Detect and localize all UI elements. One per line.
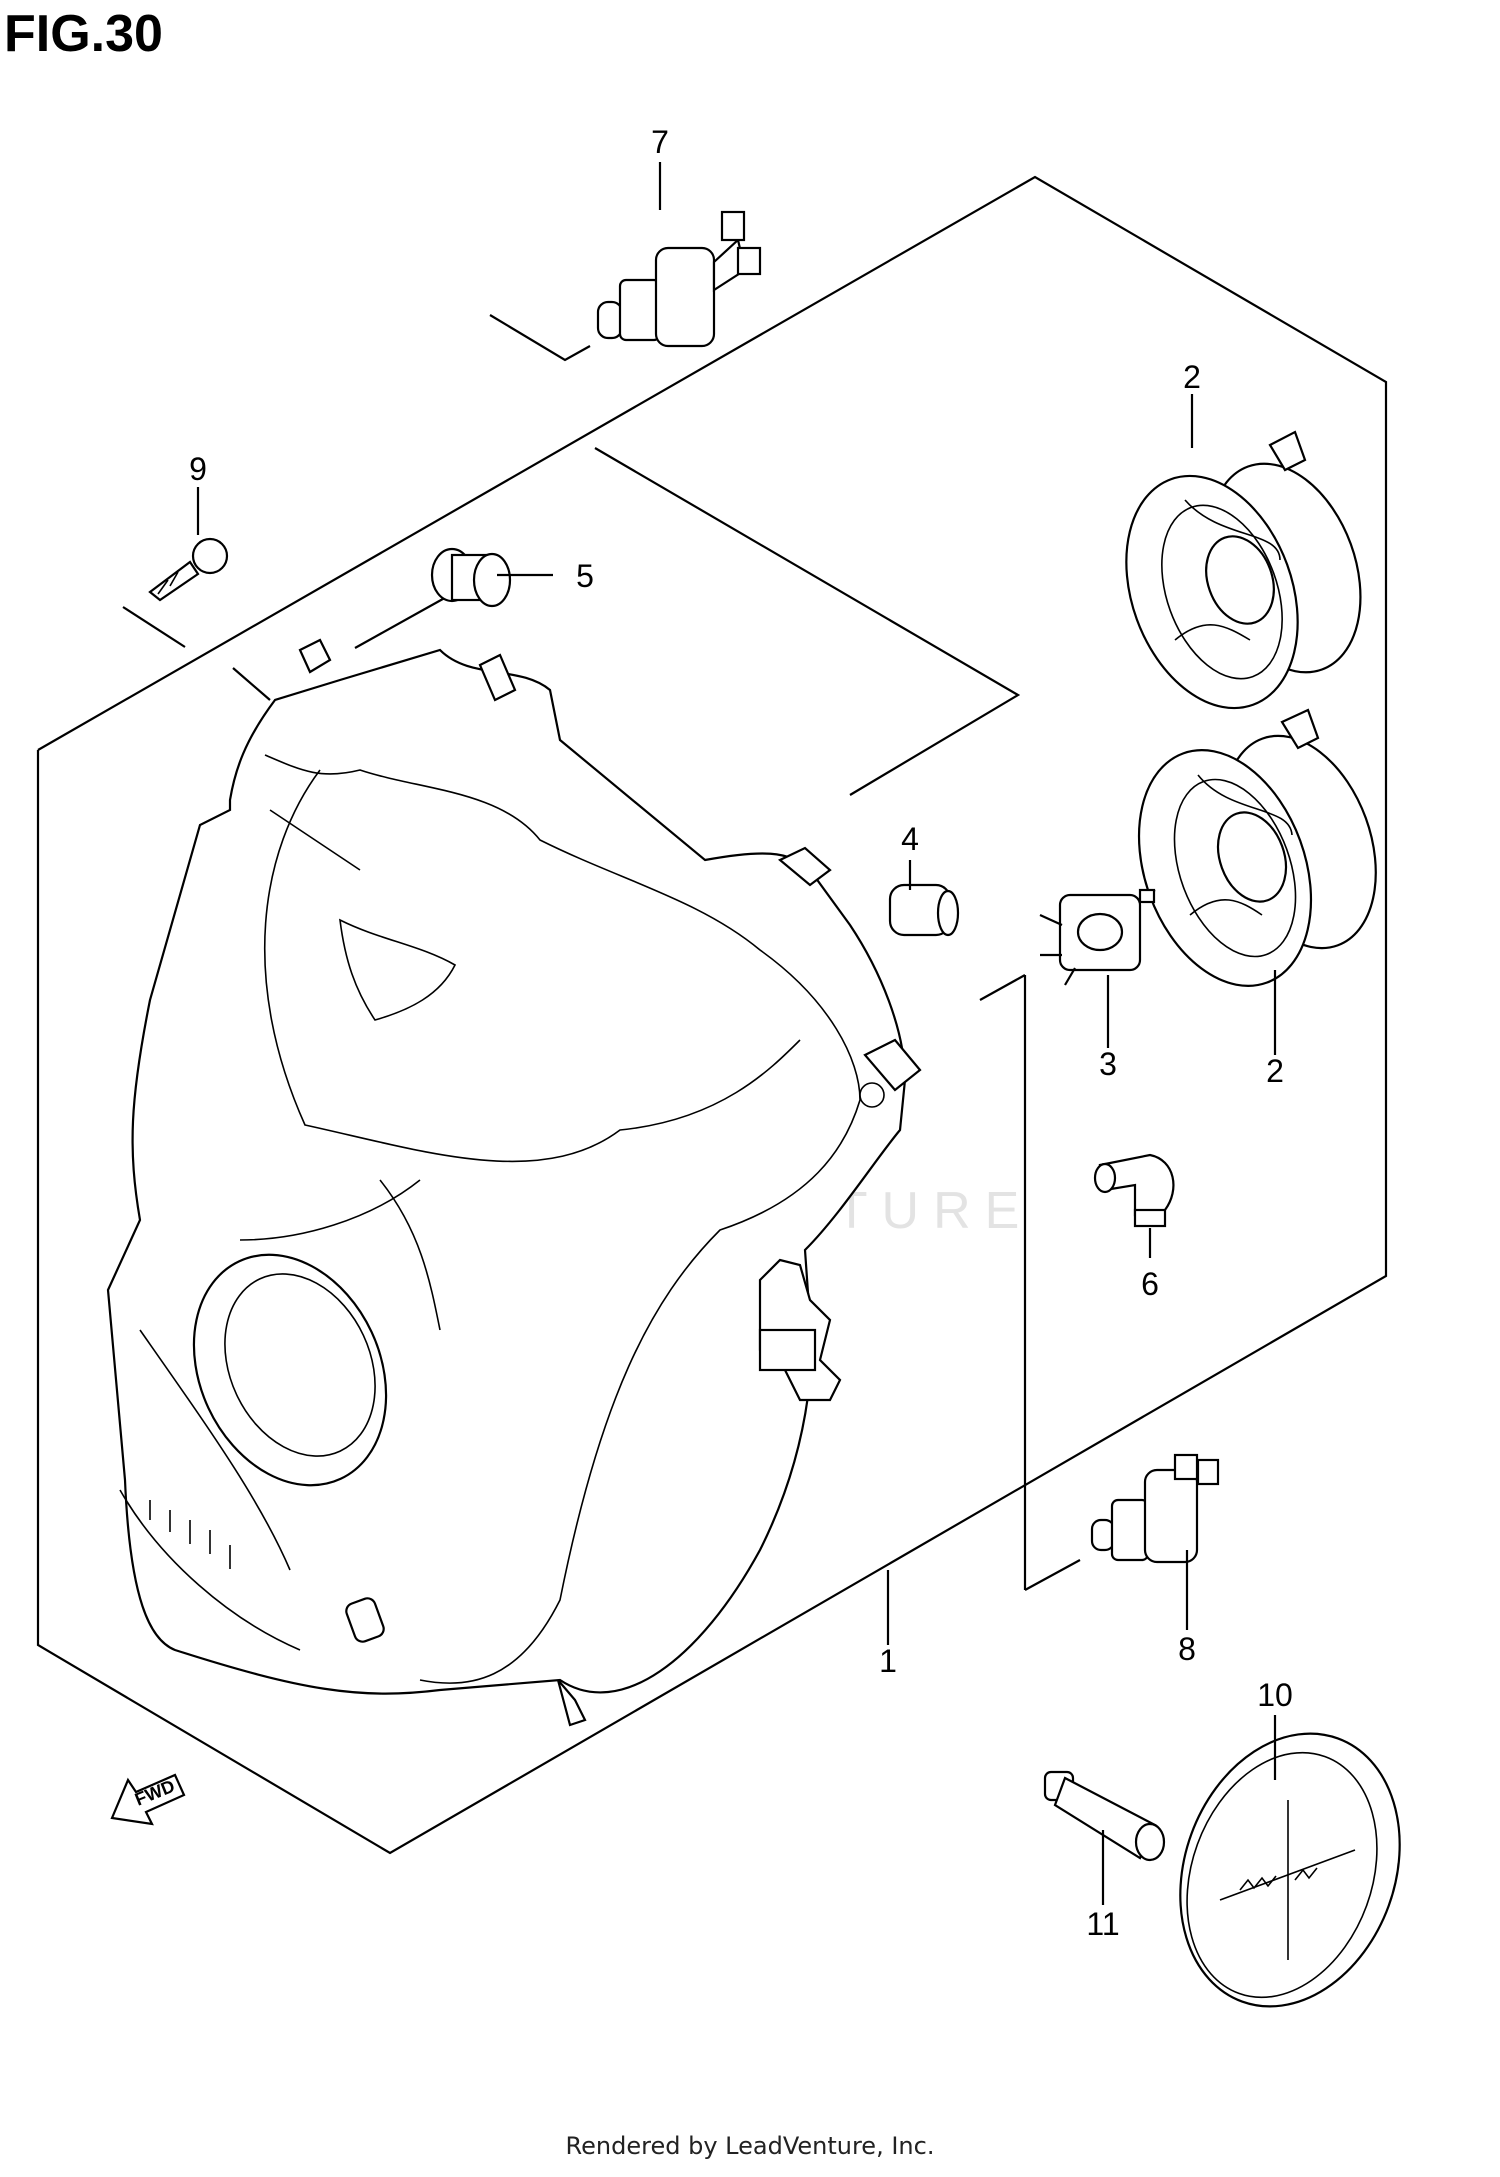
screw-9: [148, 537, 229, 602]
grommet-5: [430, 547, 512, 608]
callout-label: 2: [1266, 1053, 1284, 1089]
elbow-cap-6: [1093, 1153, 1175, 1228]
reflector-2-upper: [1125, 430, 1362, 710]
guide-lines: [122, 292, 1081, 1591]
callout-label: 2: [1183, 359, 1201, 395]
assembly-boundary: [36, 175, 1388, 1855]
callout-label: 7: [651, 124, 669, 160]
leader-lines: [196, 162, 1277, 1905]
reflector-2-lower: [1137, 708, 1377, 987]
callout-label: 5: [576, 558, 594, 594]
lens-cover-10: [1179, 1732, 1401, 2008]
callout-label: 4: [901, 821, 919, 857]
callout-label: 10: [1257, 1677, 1293, 1713]
callout-label: 6: [1141, 1266, 1159, 1302]
headlight-assembly-1: [106, 638, 922, 1727]
bulb-8: [1090, 1453, 1220, 1564]
callout-label: 11: [1086, 1906, 1119, 1942]
cushion-4: [888, 883, 960, 937]
figure-title: FIG.30: [4, 5, 163, 63]
callout-labels: 1 2 2 3 4 5 6 7 8 9 10 11: [189, 124, 1293, 1942]
fwd-arrow-icon: FWD: [110, 1773, 186, 1826]
callout-label: 8: [1178, 1631, 1196, 1667]
footer-credit: Rendered by LeadVenture, Inc.: [565, 2132, 935, 2160]
callout-label: 9: [189, 451, 207, 487]
bulb-7: [596, 210, 762, 348]
socket-3: [1039, 888, 1156, 986]
callout-label: 1: [879, 1643, 897, 1679]
spacer-11: [1043, 1770, 1166, 1862]
callout-label: 3: [1099, 1046, 1117, 1082]
